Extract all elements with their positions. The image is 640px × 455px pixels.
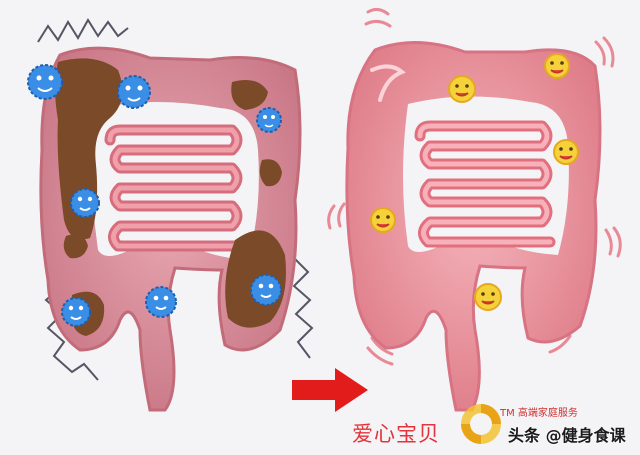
germ-icon	[27, 64, 63, 100]
shake-line-top-left	[37, 18, 129, 43]
germ-icon	[61, 297, 91, 327]
large-intestine-inner-right	[403, 96, 569, 255]
large-intestine-inner-left	[90, 101, 259, 260]
probiotic-smiley-icon	[448, 75, 476, 103]
germ-icon	[70, 188, 100, 218]
shake-line-right	[292, 257, 314, 359]
probiotic-smiley-icon	[474, 283, 502, 311]
watermark-tm-line: TM 高端家庭服务	[500, 408, 578, 419]
brand-logo	[461, 404, 501, 444]
germ-icon	[256, 107, 282, 133]
probiotic-smiley-icon	[544, 53, 570, 79]
germ-icon	[117, 75, 151, 109]
probiotic-smiley-icon	[370, 207, 396, 233]
arrow-right-icon	[292, 368, 368, 412]
caption-text: 爱心宝贝	[352, 422, 440, 446]
healthy-intestine	[327, 7, 622, 412]
germ-icon	[250, 274, 282, 306]
probiotic-smiley-icon	[553, 139, 579, 165]
unhealthy-intestine	[27, 18, 314, 412]
germ-icon	[145, 286, 177, 318]
watermark-text: 头条 @健身食课	[508, 426, 626, 445]
